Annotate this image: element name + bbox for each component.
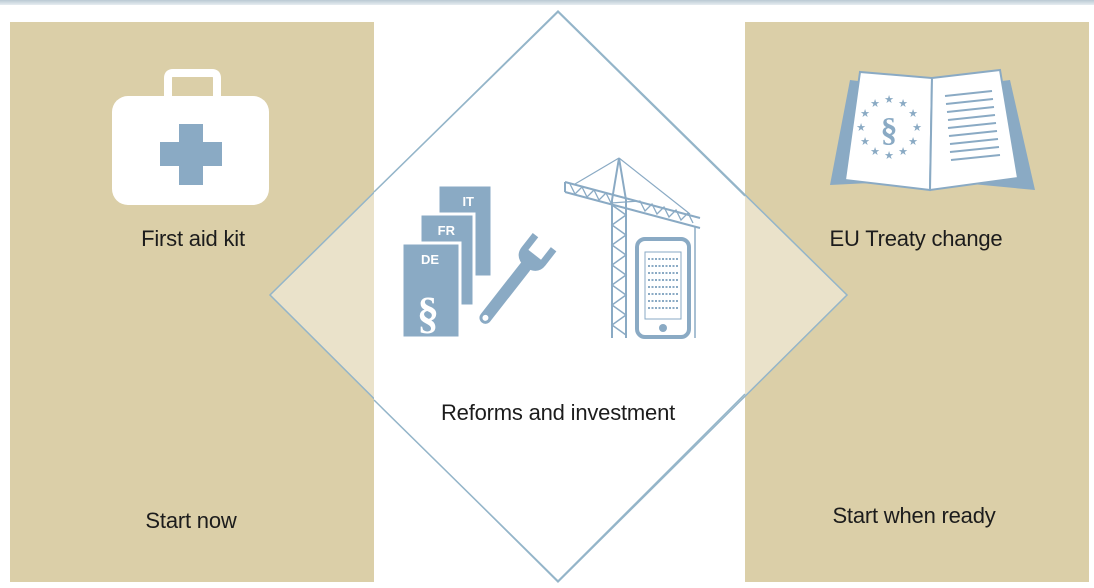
svg-text:★: ★ <box>884 149 894 162</box>
wrench-icon <box>479 232 557 324</box>
construction-crane-icon <box>564 157 701 338</box>
diamond-center-fill <box>374 12 745 581</box>
svg-text:★: ★ <box>860 135 870 148</box>
svg-text:★: ★ <box>908 135 918 148</box>
start-when-ready-label: Start when ready <box>832 503 996 528</box>
doc-label-fr: FR <box>438 223 456 238</box>
top-rule <box>0 0 1094 5</box>
svg-text:★: ★ <box>870 97 880 110</box>
section-sign-treaty: § <box>881 112 898 149</box>
smartphone-icon <box>635 237 691 339</box>
svg-text:★: ★ <box>860 107 870 120</box>
svg-text:★: ★ <box>912 121 922 134</box>
eu-treaty-change-label: EU Treaty change <box>829 226 1003 251</box>
section-sign-doc: § <box>417 289 439 338</box>
svg-text:★: ★ <box>898 97 908 110</box>
legal-documents-icon: IT FR DE § <box>400 183 494 340</box>
diamond-top-edges <box>373 10 746 197</box>
doc-label-it: IT <box>462 194 474 209</box>
eu-treaty-book-icon: ★ ★ ★ ★ ★ ★ ★ ★ ★ ★ ★ ★ § <box>830 68 1035 192</box>
svg-text:★: ★ <box>870 145 880 158</box>
svg-text:★: ★ <box>856 121 866 134</box>
svg-text:★: ★ <box>884 93 894 106</box>
svg-text:★: ★ <box>908 107 918 120</box>
svg-text:★: ★ <box>898 145 908 158</box>
diamond-bottom-edges <box>373 393 746 583</box>
start-now-label: Start now <box>145 508 237 533</box>
first-aid-kit-label: First aid kit <box>141 226 245 251</box>
first-aid-kit-icon <box>112 69 269 205</box>
reforms-investment-label: Reforms and investment <box>440 400 676 425</box>
doc-label-de: DE <box>421 252 439 267</box>
